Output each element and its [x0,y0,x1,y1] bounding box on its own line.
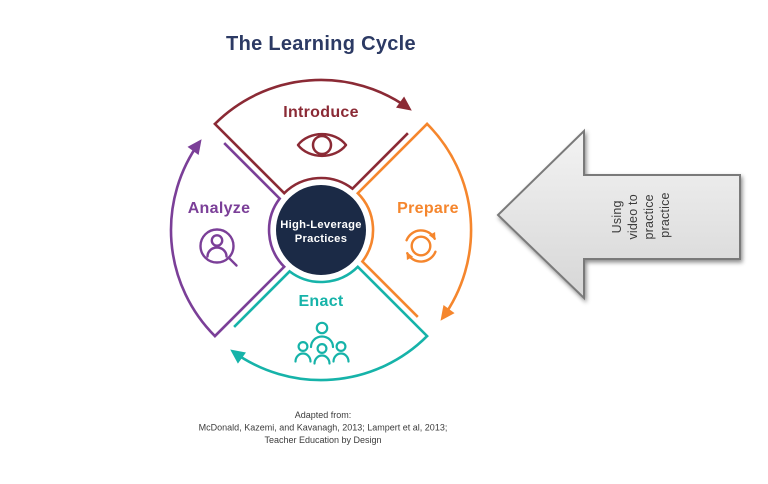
stage-label-prepare: Prepare [397,200,459,217]
hub-label-line2: Practices [295,233,347,245]
page-title: The Learning Cycle [226,33,416,55]
group-people-icon [294,321,350,365]
left-arrow-shape [496,128,741,301]
cycle-arrows-icon [405,229,437,263]
person-magnifier-icon [199,228,238,267]
enact-arc [230,264,429,382]
callout-arrow: Using video to practice practice [496,128,741,301]
hub-label-line1: High-Leverage [280,219,362,231]
attribution: Adapted from: McDonald, Kazemi, and Kava… [199,410,448,445]
hub-circle [276,185,366,275]
stage-label-analyze: Analyze [188,200,251,217]
callout-arrow-text: Using video to practice practice [610,190,672,239]
stage-label-introduce: Introduce [283,104,359,121]
attribution-line2: McDonald, Kazemi, and Kavanagh, 2013; La… [199,423,448,433]
attribution-line3: Teacher Education by Design [264,435,381,445]
analyze-arc [169,139,287,338]
stage-label-enact: Enact [298,293,343,310]
introduce-arc [213,78,412,196]
prepare-arc [355,122,473,321]
eye-icon [296,132,348,158]
attribution-line1: Adapted from: [295,410,352,420]
